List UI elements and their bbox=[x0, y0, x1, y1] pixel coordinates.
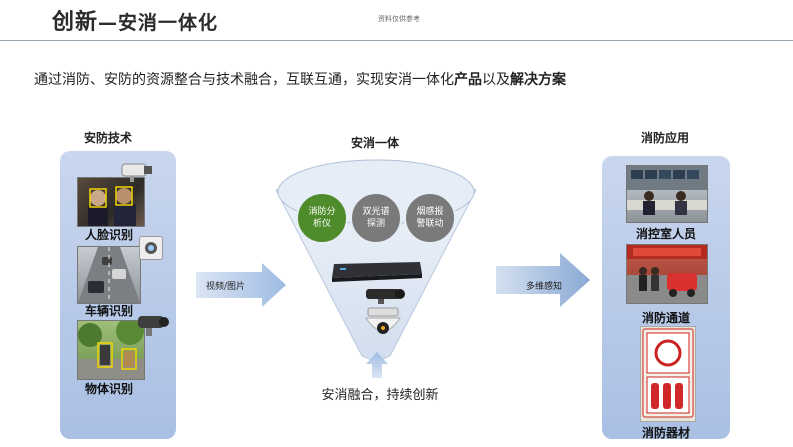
subtitle-bold-products: 产品 bbox=[454, 72, 482, 88]
subtitle-plain: 通过消防、安防的资源整合与技术融合，互联互通，实现安消一体化 bbox=[34, 72, 454, 88]
title-main: 创新 bbox=[52, 10, 99, 35]
fire-equipment-photo bbox=[640, 326, 696, 422]
object-recognition-photo bbox=[77, 320, 145, 380]
smoke-alarm-label: 烟感报警联动 bbox=[416, 207, 444, 229]
dual-spectrum-label: 双光谱探测 bbox=[362, 207, 390, 229]
fire-lane-label: 消防通道 bbox=[641, 311, 690, 325]
control-room-label: 消控室人员 bbox=[635, 227, 696, 241]
park-scene-icon bbox=[78, 321, 144, 379]
subtitle-bold-solutions: 解决方案 bbox=[510, 72, 566, 88]
vehicle-recognition-label: 车辆识别 bbox=[84, 304, 133, 318]
watermark-text: 资料仅供参考 bbox=[378, 15, 420, 23]
right-heading: 消防应用 bbox=[640, 131, 689, 145]
multi-sensing-arrow bbox=[496, 253, 590, 307]
control-room-photo bbox=[626, 165, 708, 223]
up-arrow-icon bbox=[366, 352, 388, 378]
bullet-camera-icon bbox=[120, 160, 156, 182]
dome-camera-device-icon bbox=[362, 306, 404, 342]
traffic-scene-icon bbox=[78, 247, 140, 303]
box-camera-icon bbox=[139, 236, 163, 260]
title-dash: — bbox=[98, 12, 119, 34]
control-room-scene-icon bbox=[627, 166, 707, 215]
title-sub: 安消一体化 bbox=[118, 12, 219, 34]
fire-cabinet-icon bbox=[642, 328, 694, 418]
header-divider bbox=[0, 40, 793, 41]
ptz-camera-icon bbox=[134, 310, 172, 336]
vehicle-recognition-photo bbox=[77, 246, 141, 304]
video-image-arrow bbox=[196, 263, 286, 307]
face-scene-icon bbox=[88, 186, 136, 226]
right-arrow-icon bbox=[496, 253, 590, 307]
dual-spectrum-circle: 双光谱探测 bbox=[350, 192, 402, 244]
subtitle-mid: 以及 bbox=[482, 72, 510, 88]
fire-analyzer-label: 消防分析仪 bbox=[308, 207, 336, 229]
fire-analyzer-circle: 消防分析仪 bbox=[296, 192, 348, 244]
page-title: 创新—安消一体化 bbox=[52, 4, 218, 36]
smoke-alarm-circle: 烟感报警联动 bbox=[404, 192, 456, 244]
fire-equipment-label: 消防器材 bbox=[641, 426, 690, 440]
box-camera-device-icon bbox=[362, 286, 406, 304]
fire-lane-scene-icon bbox=[627, 245, 707, 303]
video-image-label: 视频/图片 bbox=[206, 282, 246, 292]
left-heading: 安防技术 bbox=[83, 131, 132, 145]
subtitle: 通过消防、安防的资源整合与技术融合，互联互通，实现安消一体化产品以及解决方案 bbox=[34, 69, 566, 89]
center-caption: 安消融合，持续创新 bbox=[321, 388, 439, 403]
multi-sensing-label: 多维感知 bbox=[526, 282, 563, 292]
nvr-device-icon bbox=[330, 258, 424, 282]
face-recognition-label: 人脸识别 bbox=[84, 228, 133, 242]
face-recognition-photo bbox=[77, 177, 145, 227]
fire-lane-photo bbox=[626, 244, 708, 304]
center-heading: 安消一体 bbox=[350, 136, 399, 150]
right-arrow-icon bbox=[196, 263, 286, 307]
object-recognition-label: 物体识别 bbox=[84, 382, 133, 396]
